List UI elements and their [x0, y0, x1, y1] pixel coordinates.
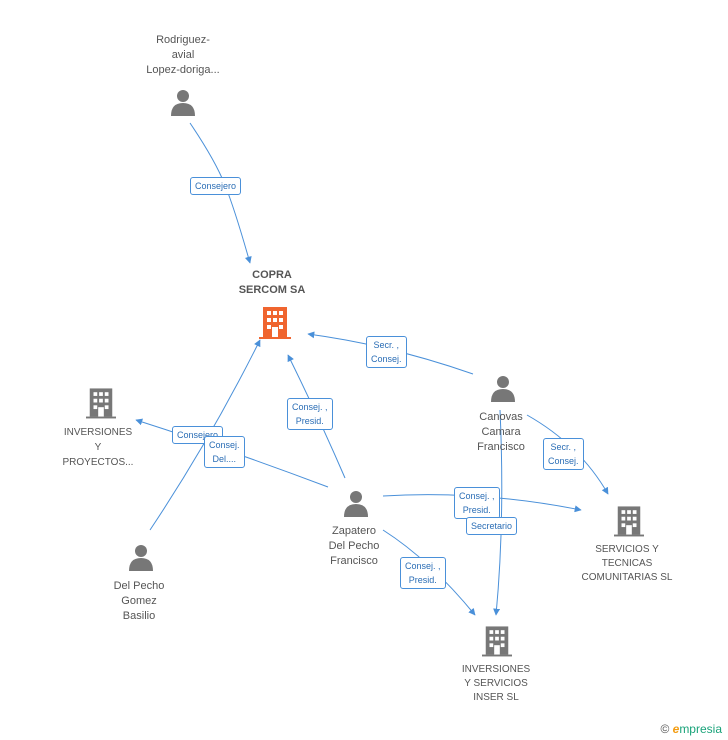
building-icon[interactable]: [614, 504, 644, 537]
node-canovas[interactable]: Canovas Camara Francisco: [477, 411, 525, 453]
edge-label-consej-presid[interactable]: Consej. , Presid.: [400, 557, 446, 589]
person-icon[interactable]: [169, 88, 197, 116]
node-inversiones-servicios[interactable]: INVERSIONES Y SERVICIOS INSER SL: [461, 664, 531, 703]
edge-canovas-inversiones-servicios: [493, 409, 503, 616]
node-inversiones-proyectos[interactable]: INVERSIONES Y PROYECTOS...: [62, 427, 134, 468]
edge-label-secretario[interactable]: Secretario: [466, 517, 518, 535]
node-copra[interactable]: COPRA SERCOM SA: [238, 269, 306, 296]
copyright-icon: ©: [660, 722, 670, 736]
brand-name: mpresia: [679, 722, 722, 736]
building-icon[interactable]: [259, 305, 291, 339]
person-icon[interactable]: [342, 489, 370, 517]
edge-label-consej-presid[interactable]: Consej. , Presid.: [454, 487, 500, 519]
building-icon[interactable]: [86, 386, 116, 419]
node-del-pecho[interactable]: Del Pecho Gomez Basilio: [113, 580, 165, 622]
building-icon[interactable]: [482, 624, 512, 657]
edge-label-secr-consej[interactable]: Secr. , Consej.: [366, 336, 407, 368]
node-servicios[interactable]: SERVICIOS Y TECNICAS COMUNITARIAS SL: [581, 544, 673, 583]
person-icon[interactable]: [127, 543, 155, 571]
edge-label-secr-consej[interactable]: Secr. , Consej.: [543, 438, 584, 470]
edge-label-consej-presid[interactable]: Consej. , Presid.: [287, 398, 333, 430]
node-rodriguez[interactable]: Rodriguez- avial Lopez-doriga...: [146, 34, 220, 76]
edge-label-consej-del[interactable]: Consej. Del....: [204, 436, 245, 468]
person-icon[interactable]: [489, 374, 517, 402]
footer-brand: © empresia: [660, 722, 722, 736]
brand-initial: e: [672, 722, 680, 736]
node-zapatero[interactable]: Zapatero Del Pecho Francisco: [328, 525, 380, 567]
edge-label-consejero[interactable]: Consejero: [190, 177, 242, 195]
